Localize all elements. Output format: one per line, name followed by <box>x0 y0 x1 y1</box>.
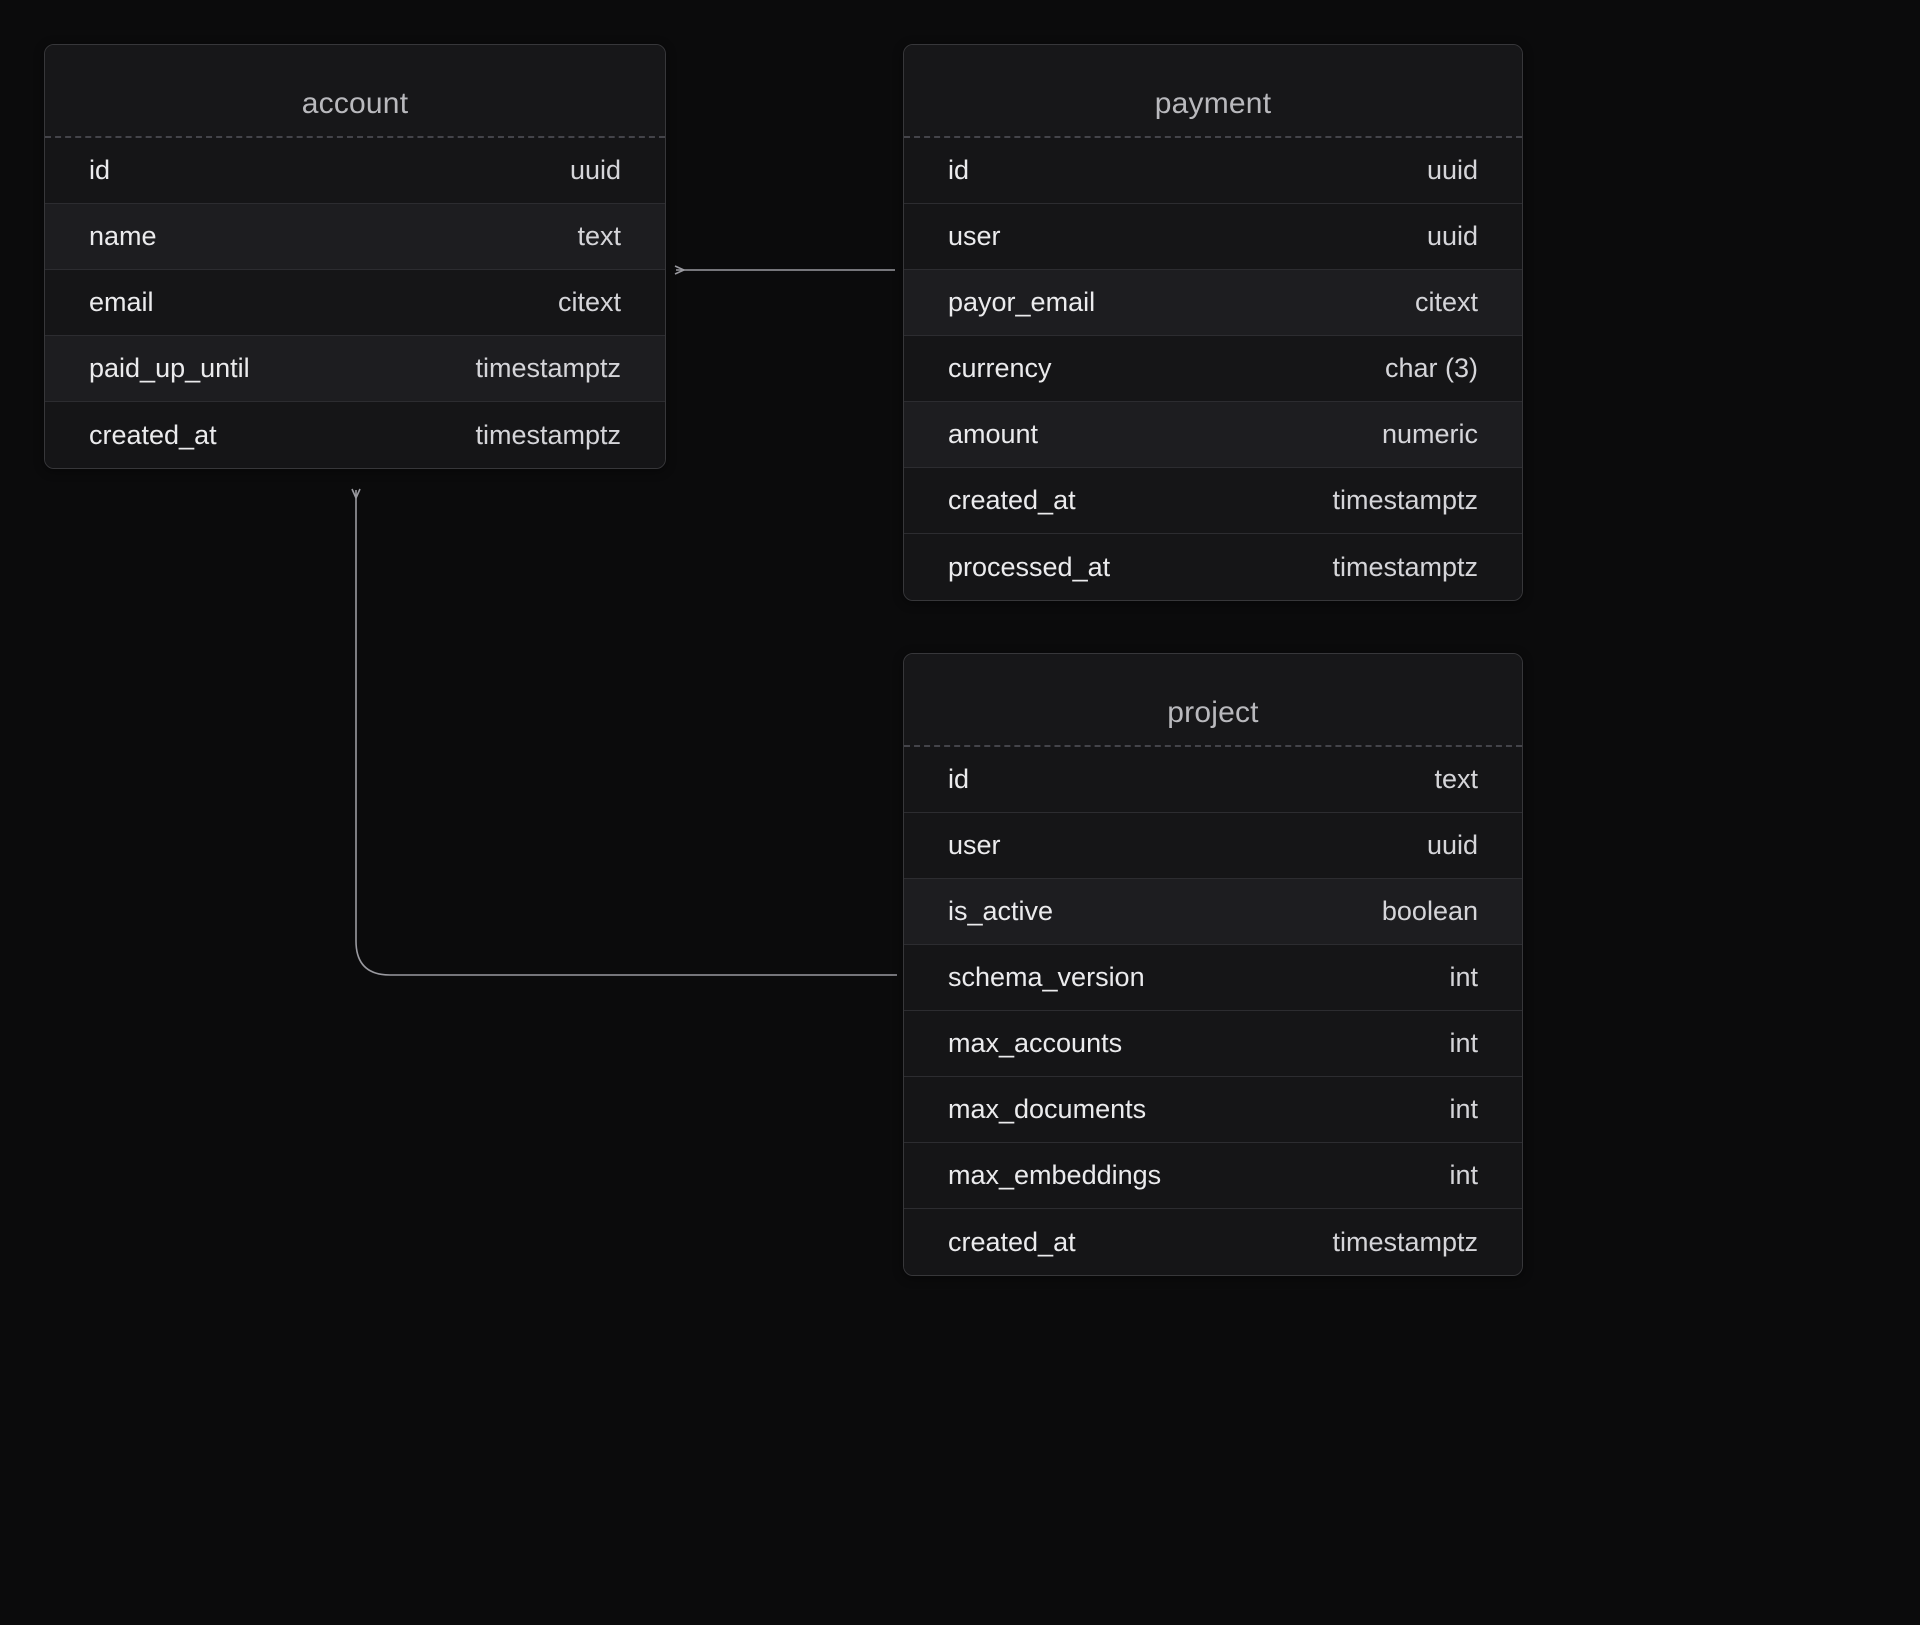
field-type: timestamptz <box>1332 1226 1478 1257</box>
field-name: is_active <box>948 896 1054 926</box>
field-type: int <box>1449 1028 1478 1058</box>
field-type: citext <box>557 287 621 317</box>
field-list-account: id uuid name text email citext paid_up_u… <box>45 138 665 468</box>
field-row[interactable]: id text <box>904 747 1522 813</box>
field-type: citext <box>1414 287 1478 317</box>
field-row[interactable]: user uuid <box>904 813 1522 879</box>
field-row[interactable]: created_at timestamptz <box>904 1209 1522 1275</box>
field-row[interactable]: email citext <box>45 270 665 336</box>
field-name: created_at <box>89 419 217 450</box>
field-name: created_at <box>948 485 1076 515</box>
field-row[interactable]: user uuid <box>904 204 1522 270</box>
field-name: currency <box>948 353 1052 383</box>
field-row[interactable]: name text <box>45 204 665 270</box>
field-row[interactable]: paid_up_until timestamptz <box>45 336 665 402</box>
field-name: id <box>948 155 970 185</box>
field-type: uuid <box>569 155 621 185</box>
field-name: id <box>948 764 970 794</box>
field-type: text <box>1434 764 1478 794</box>
field-row[interactable]: id uuid <box>45 138 665 204</box>
field-row[interactable]: payor_email citext <box>904 270 1522 336</box>
field-row[interactable]: max_embeddings int <box>904 1143 1522 1209</box>
field-type: int <box>1449 1094 1478 1124</box>
field-row[interactable]: max_accounts int <box>904 1011 1522 1077</box>
field-name: max_embeddings <box>948 1160 1162 1190</box>
field-name: user <box>948 221 1001 251</box>
field-type: timestamptz <box>475 353 621 383</box>
field-list-payment: id uuid user uuid payor_email citext cur… <box>904 138 1522 600</box>
field-type: uuid <box>1426 221 1478 251</box>
field-name: max_documents <box>948 1094 1147 1124</box>
field-name: processed_at <box>948 551 1111 582</box>
entity-project[interactable]: project id text user uuid is_active bool… <box>903 653 1523 1276</box>
field-type: timestamptz <box>1332 485 1478 515</box>
field-row[interactable]: schema_version int <box>904 945 1522 1011</box>
field-name: max_accounts <box>948 1028 1123 1058</box>
field-row[interactable]: max_documents int <box>904 1077 1522 1143</box>
field-row[interactable]: created_at timestamptz <box>45 402 665 468</box>
edge-project-to-account <box>356 490 897 976</box>
field-name: name <box>89 221 157 251</box>
field-name: schema_version <box>948 962 1145 992</box>
field-type: uuid <box>1426 155 1478 185</box>
entity-account[interactable]: account id uuid name text email citext p… <box>44 44 666 469</box>
field-name: amount <box>948 419 1039 449</box>
field-list-project: id text user uuid is_active boolean sche… <box>904 747 1522 1275</box>
field-name: created_at <box>948 1226 1076 1257</box>
field-row[interactable]: amount numeric <box>904 402 1522 468</box>
field-type: char (3) <box>1384 353 1478 383</box>
field-name: id <box>89 155 111 185</box>
field-type: int <box>1449 1160 1478 1190</box>
entity-title-account: account <box>45 45 665 138</box>
field-name: payor_email <box>948 287 1096 317</box>
field-type: uuid <box>1426 830 1478 860</box>
field-type: text <box>577 221 621 251</box>
entity-title-project: project <box>904 654 1522 747</box>
field-name: user <box>948 830 1001 860</box>
field-type: int <box>1449 962 1478 992</box>
entity-title-payment: payment <box>904 45 1522 138</box>
field-row[interactable]: id uuid <box>904 138 1522 204</box>
field-row[interactable]: is_active boolean <box>904 879 1522 945</box>
field-type: numeric <box>1381 419 1478 449</box>
field-name: email <box>89 287 154 317</box>
field-name: paid_up_until <box>89 353 250 383</box>
entity-payment[interactable]: payment id uuid user uuid payor_email ci… <box>903 44 1523 601</box>
field-type: timestamptz <box>475 419 621 450</box>
field-row[interactable]: currency char (3) <box>904 336 1522 402</box>
field-row[interactable]: processed_at timestamptz <box>904 534 1522 600</box>
field-type: boolean <box>1381 896 1478 926</box>
field-type: timestamptz <box>1332 551 1478 582</box>
field-row[interactable]: created_at timestamptz <box>904 468 1522 534</box>
